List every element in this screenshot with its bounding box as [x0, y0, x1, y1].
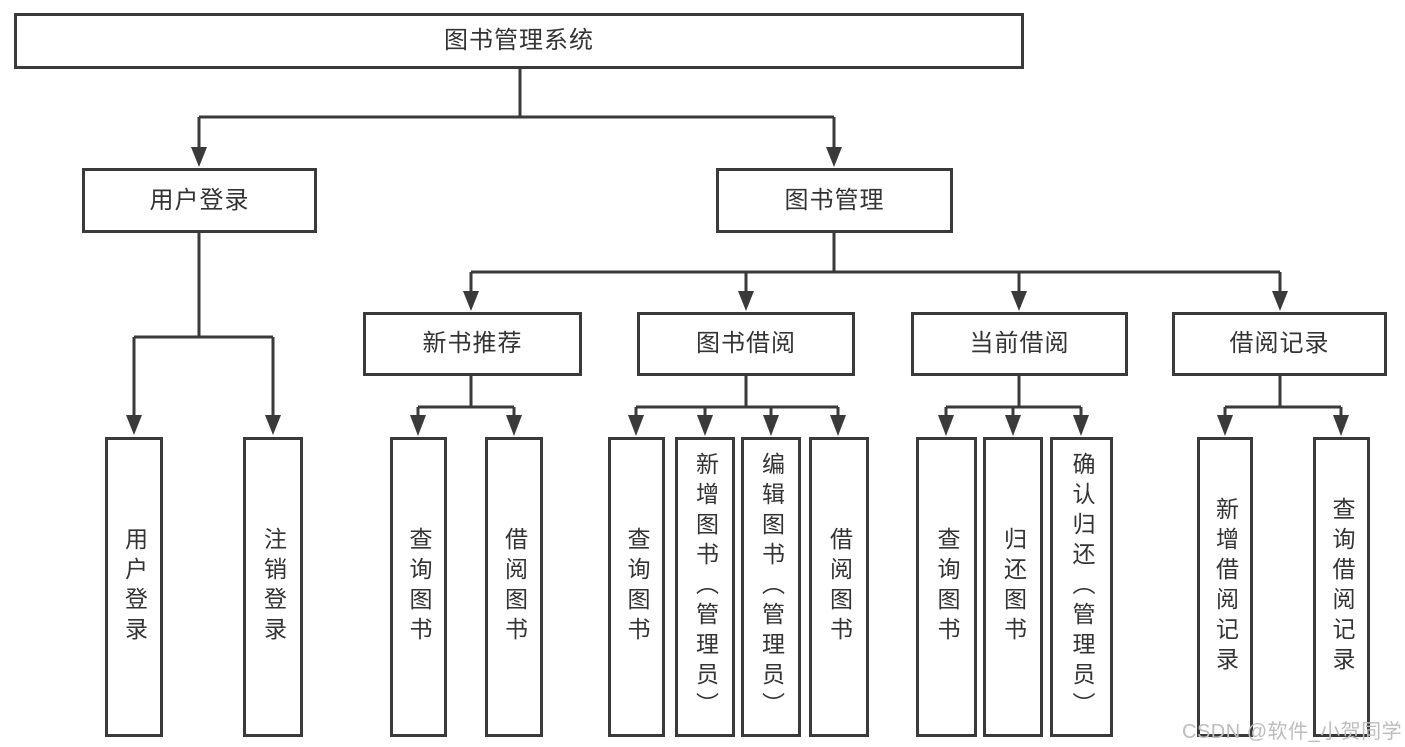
connector-new-book-recommend-children [410, 376, 522, 436]
node-current-return-books-label: 归还图书 [1000, 527, 1027, 647]
node-logout-action: 注销登录 [243, 437, 303, 737]
node-borrow-records-label: 借阅记录 [1229, 330, 1330, 357]
node-user-login-action: 用户登录 [105, 437, 163, 737]
node-borrowing-borrow-books: 借阅图书 [809, 437, 869, 737]
connector-current-borrowing-children [938, 376, 1089, 436]
connector-user-login-children [126, 233, 281, 435]
node-book-borrowing: 图书借阅 [637, 312, 855, 376]
node-book-management-label: 图书管理 [784, 186, 885, 214]
node-new-book-recommend-label: 新书推荐 [422, 330, 523, 357]
node-user-login-action-label: 用户登录 [121, 527, 148, 647]
node-book-borrowing-label: 图书借阅 [696, 330, 796, 357]
node-records-add-record: 新增借阅记录 [1197, 437, 1253, 737]
node-current-confirm-return-admin-label: 确认归还（管理员） [1069, 452, 1095, 722]
node-user-login-label: 用户登录 [149, 186, 250, 214]
node-current-return-books: 归还图书 [983, 437, 1043, 737]
node-current-borrowing-label: 当前借阅 [969, 330, 1070, 357]
node-user-login: 用户登录 [82, 168, 317, 233]
csdn-watermark: CSDN @软件_小贺同学 [1182, 721, 1403, 743]
node-borrowing-add-books-admin: 新增图书（管理员） [675, 437, 735, 737]
node-current-confirm-return-admin: 确认归还（管理员） [1050, 437, 1113, 737]
node-recommend-borrow-books: 借阅图书 [485, 437, 543, 737]
connector-root-to-level2 [191, 69, 842, 167]
node-current-query-books-label: 查询图书 [934, 527, 960, 647]
node-borrowing-add-books-admin-label: 新增图书（管理员） [692, 452, 719, 722]
node-records-query-record: 查询借阅记录 [1313, 437, 1370, 737]
node-borrowing-query-books: 查询图书 [608, 437, 665, 737]
node-borrowing-edit-books-admin: 编辑图书（管理员） [741, 437, 801, 737]
node-recommend-query-books: 查询图书 [390, 437, 447, 737]
node-borrowing-edit-books-admin-label: 编辑图书（管理员） [758, 452, 785, 722]
node-records-query-record-label: 查询借阅记录 [1329, 497, 1355, 677]
node-recommend-query-books-label: 查询图书 [406, 527, 432, 647]
node-current-borrowing: 当前借阅 [911, 312, 1128, 376]
node-current-query-books: 查询图书 [916, 437, 977, 737]
node-borrow-records: 借阅记录 [1172, 312, 1387, 376]
node-recommend-borrow-books-label: 借阅图书 [501, 527, 528, 647]
node-borrowing-borrow-books-label: 借阅图书 [826, 527, 853, 647]
connector-book-management-children [463, 233, 1288, 311]
node-new-book-recommend: 新书推荐 [363, 312, 582, 376]
node-logout-action-label: 注销登录 [260, 527, 287, 647]
node-book-management: 图书管理 [716, 168, 953, 233]
connector-borrow-records-children [1217, 376, 1349, 436]
connector-book-borrowing-children [628, 376, 846, 436]
node-root-label: 图书管理系统 [444, 27, 594, 54]
node-borrowing-query-books-label: 查询图书 [624, 527, 650, 647]
node-records-add-record-label: 新增借阅记录 [1212, 497, 1239, 677]
node-root: 图书管理系统 [14, 13, 1024, 69]
